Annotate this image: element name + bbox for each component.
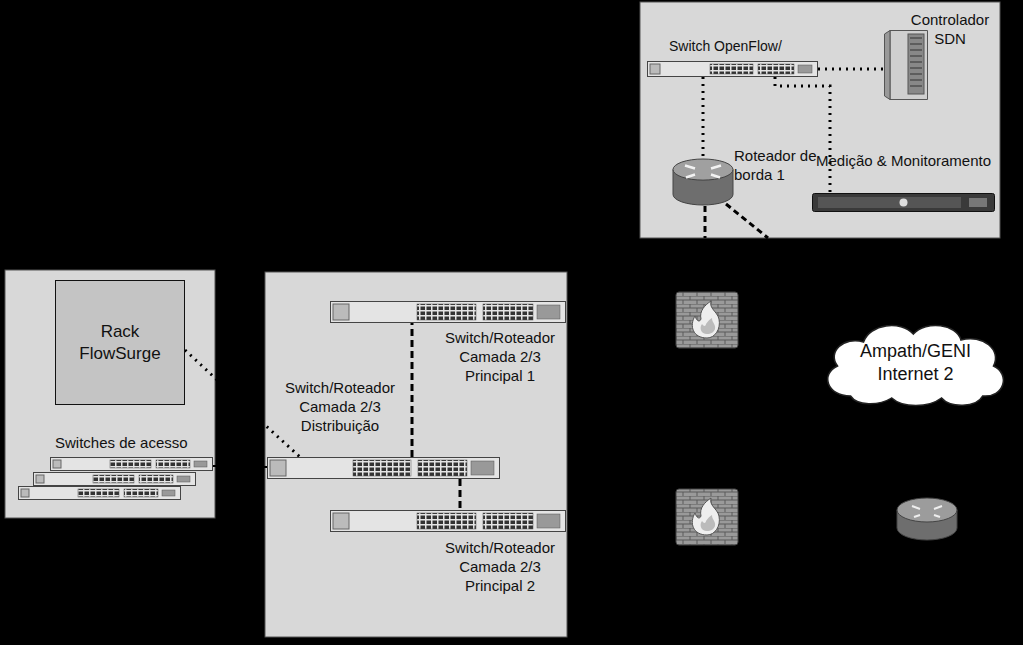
edge-router: Roteador de borda 1 bbox=[672, 158, 734, 206]
device-icon bbox=[330, 301, 566, 323]
node-label: Roteador de borda 1 bbox=[734, 146, 830, 184]
link-line bbox=[726, 204, 768, 238]
router-icon bbox=[897, 498, 957, 540]
node-label: Switch/Roteador Camada 2/3 Principal 2 bbox=[430, 538, 570, 595]
link-line bbox=[704, 206, 707, 238]
device-icon bbox=[884, 30, 928, 100]
internet-cloud: Ampath/GENI Internet 2 bbox=[818, 318, 1013, 408]
node-label: Ampath/GENI Internet 2 bbox=[841, 340, 991, 386]
rack-box: Rack FlowSurge bbox=[55, 280, 185, 405]
core-switch: Switch/Roteador Camada 2/3 Principal 1 bbox=[330, 301, 566, 323]
node-label: Switch OpenFlow/ bbox=[669, 37, 782, 56]
node-label: Switches de acesso bbox=[55, 433, 188, 452]
node-label: Switch/Roteador Camada 2/3 Principal 1 bbox=[435, 328, 565, 385]
device-icon bbox=[672, 158, 734, 206]
network-link bbox=[185, 350, 300, 457]
monitoring-server: Medição & Monitoramento bbox=[812, 193, 995, 212]
core-switch: Switch/Roteador Camada 2/3 Principal 2 bbox=[330, 510, 566, 532]
node-label: Medição & Monitoramento bbox=[812, 151, 995, 170]
network-link bbox=[411, 323, 414, 457]
device-icon bbox=[647, 61, 818, 77]
device-icon bbox=[812, 193, 995, 212]
node-label: Rack FlowSurge bbox=[67, 321, 173, 365]
device-icon bbox=[18, 457, 213, 501]
openflow-switch: Switch OpenFlow/ bbox=[647, 61, 818, 77]
firewall-icon bbox=[676, 489, 738, 545]
node-label: Controlador SDN bbox=[904, 10, 996, 48]
distribution-switch: Switch/Roteador Camada 2/3 Distribuição bbox=[267, 457, 500, 479]
network-link bbox=[702, 77, 705, 158]
network-link bbox=[213, 466, 267, 467]
panel bbox=[640, 2, 1000, 238]
network-link bbox=[818, 68, 884, 71]
network-link bbox=[459, 479, 462, 510]
firewall-icon bbox=[676, 292, 738, 348]
node-label: Switch/Roteador Camada 2/3 Distribuição bbox=[275, 378, 405, 435]
panel bbox=[5, 270, 215, 518]
device-icon bbox=[267, 457, 500, 479]
device-icon bbox=[330, 510, 566, 532]
cloud-shape bbox=[818, 318, 1013, 408]
access-switches: Switches de acesso bbox=[18, 457, 213, 501]
sdn-controller: Controlador SDN bbox=[884, 30, 928, 100]
